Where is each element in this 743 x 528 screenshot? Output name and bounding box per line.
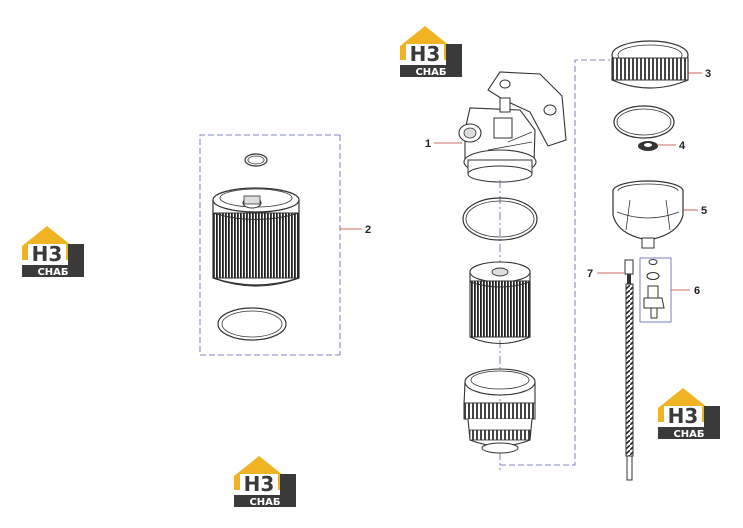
filter-bowl (463, 368, 536, 454)
brand-logo (234, 456, 296, 508)
part-6-drain-valve (639, 257, 672, 323)
callout-6: 6 (694, 285, 700, 297)
callout-5: 5 (701, 205, 707, 217)
housing-o-ring (462, 197, 538, 241)
brand-logo (22, 226, 84, 278)
large-o-ring (217, 307, 287, 341)
center-filter-element (469, 261, 531, 345)
filter-head-assembly (458, 71, 567, 183)
callout-7: 7 (587, 268, 593, 280)
filter-element (212, 187, 300, 287)
assembly-connector (500, 59, 610, 466)
small-o-ring (244, 153, 268, 167)
part-2-filter-kit (199, 134, 362, 356)
part-5-bowl (612, 180, 684, 249)
brand-logo (658, 388, 720, 440)
callout-4: 4 (679, 140, 686, 152)
callout-2: 2 (365, 224, 371, 236)
callout-1: 1 (425, 138, 431, 150)
part-4-seal (638, 141, 658, 151)
part-3-seal-ring (613, 105, 675, 139)
part-3-lock-ring (611, 40, 689, 89)
brand-logo: H3 (400, 26, 462, 78)
callout-3: 3 (705, 68, 711, 80)
leader-lines (434, 72, 702, 291)
part-7-drain-hose (624, 259, 634, 481)
